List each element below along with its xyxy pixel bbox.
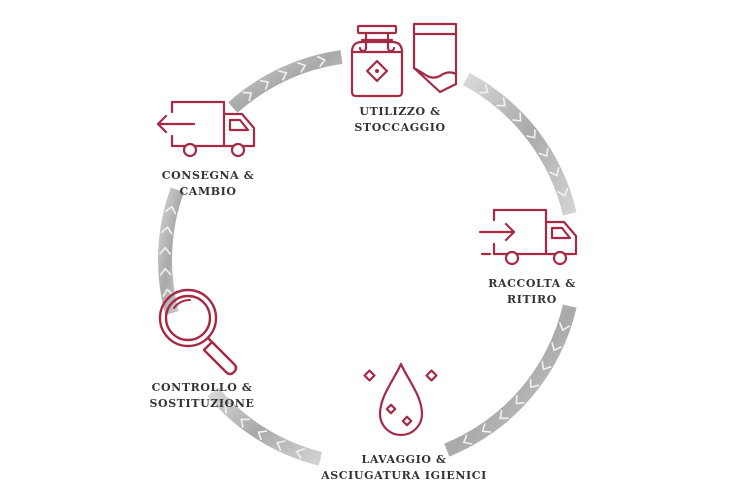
magnifying-glass-icon (158, 288, 238, 376)
truck-outbound-icon (156, 100, 256, 158)
step-label-controllo: CONTROLLO & SOSTITUZIONE (132, 380, 272, 412)
ring-chevron (515, 395, 525, 405)
ring-chevron (224, 404, 234, 414)
step-label-consegna: CONSEGNA & CAMBIO (148, 168, 268, 200)
ring-chevron (259, 79, 270, 91)
ring-segment (207, 387, 323, 466)
step-label-utilizzo: UTILIZZO & STOCCAGGIO (340, 104, 460, 136)
step-label-line1: CONTROLLO & (151, 381, 253, 394)
jar-and-cloth-icon (350, 22, 458, 98)
ring-chevron (496, 97, 506, 107)
ring-chevron (481, 423, 492, 433)
ring-chevron (162, 288, 174, 298)
ring-chevron (257, 430, 268, 441)
ring-chevron (160, 225, 173, 235)
step-label-raccolta: RACCOLTA & RITIRO (472, 276, 592, 308)
ring-chevron (541, 360, 552, 371)
ring-chevron (297, 61, 307, 74)
step-label-line1: RACCOLTA & (488, 277, 576, 290)
ring-segment (444, 304, 577, 457)
ring-chevron (316, 55, 326, 68)
ring-chevron (512, 112, 522, 122)
ring-chevron (276, 440, 286, 451)
ring-chevron (526, 129, 536, 139)
truck-inbound-icon (478, 208, 578, 266)
ring-chevron (499, 410, 509, 420)
ring-chevron (557, 187, 569, 198)
step-label-line2: ASCIUGATURA IGIENICI (321, 469, 487, 482)
ring-chevron (529, 378, 540, 389)
step-label-line2: RITIRO (507, 293, 557, 306)
ring-chevron (278, 69, 288, 81)
ring-chevron (558, 322, 571, 332)
ring-chevron (295, 447, 305, 460)
step-label-line2: CAMBIO (179, 185, 237, 198)
ring-segment (228, 50, 343, 113)
step-label-line2: STOCCAGGIO (354, 121, 446, 134)
ring-chevron (242, 91, 253, 102)
ring-segment (157, 187, 184, 315)
step-label-lavaggio: LAVAGGIO & ASCIUGATURA IGIENICI (316, 452, 492, 484)
ring-chevron (240, 418, 250, 428)
ring-chevron (159, 267, 172, 276)
step-label-line1: CONSEGNA & (161, 169, 255, 182)
step-label-line1: LAVAGGIO & (361, 453, 447, 466)
step-label-line2: SOSTITUZIONE (149, 397, 255, 410)
water-drop-icon (363, 362, 438, 437)
ring-chevron (479, 83, 489, 94)
ring-chevron (462, 434, 473, 445)
ring-chevron (538, 147, 549, 158)
ring-chevron (164, 205, 177, 215)
ring-segment (462, 72, 577, 216)
ring-chevron (551, 341, 562, 352)
step-label-line1: UTILIZZO & (359, 105, 441, 118)
ring-chevron (548, 167, 560, 177)
ring-chevron (159, 246, 172, 255)
